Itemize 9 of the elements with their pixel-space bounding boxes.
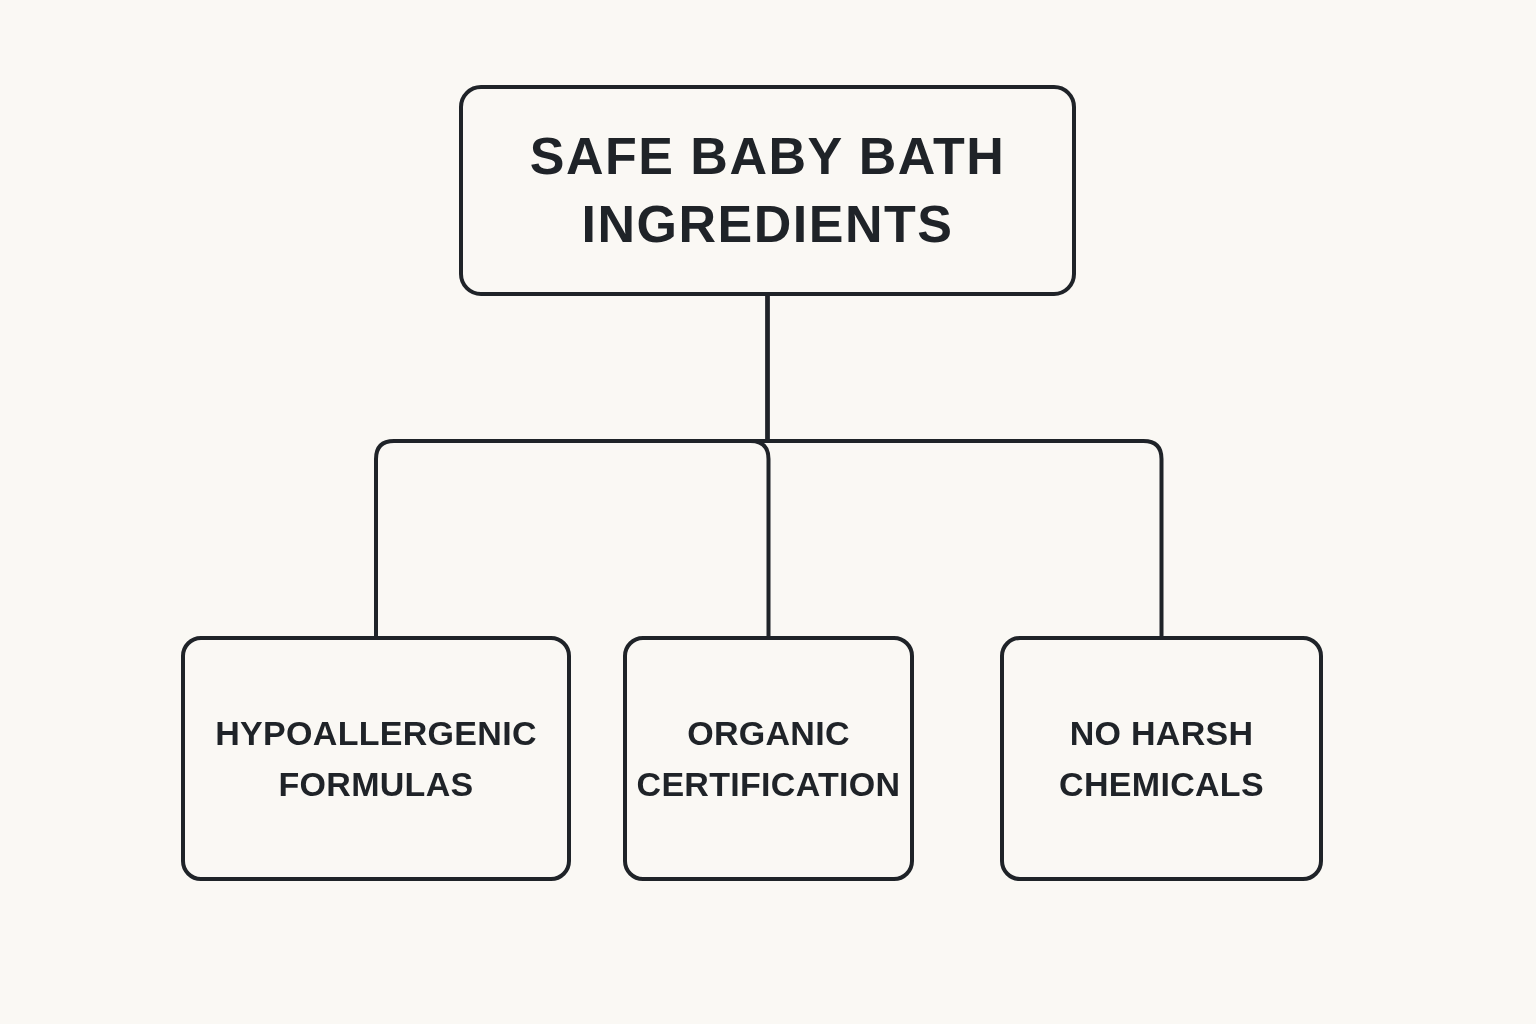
category-label: HYPOALLERGENIC FORMULAS	[214, 712, 538, 805]
connector-line	[765, 296, 1164, 636]
category-label: NO HARSH CHEMICALS	[1058, 712, 1265, 805]
category-label: ORGANIC CERTIFICATION	[635, 712, 902, 805]
category-box	[181, 636, 571, 881]
category-box	[1000, 636, 1323, 881]
title-box	[459, 85, 1076, 296]
title-text: SAFE BABY BATH INGREDIENTS	[528, 125, 1007, 255]
category-box	[623, 636, 914, 881]
